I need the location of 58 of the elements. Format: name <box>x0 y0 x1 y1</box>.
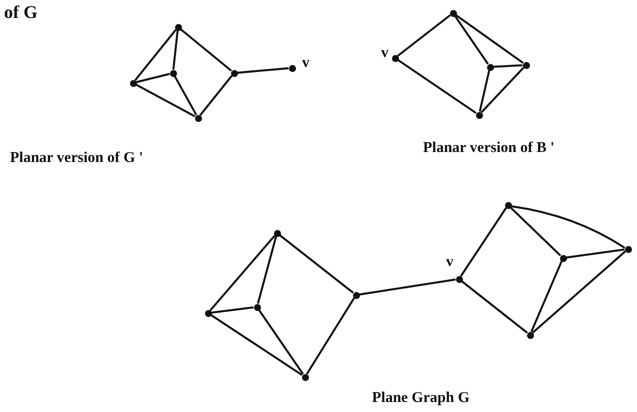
vertex-dot <box>476 112 482 118</box>
graph-edge <box>454 15 489 65</box>
graph-edge <box>279 234 354 294</box>
graph-edge <box>306 297 355 375</box>
vertex-dot <box>288 64 296 72</box>
graph-edge <box>530 260 563 332</box>
graph-caption: Planar version of B ' <box>423 140 554 157</box>
graph-edge <box>256 236 278 304</box>
graph-caption: Plane Graph G <box>372 390 470 407</box>
graph-edge <box>397 14 451 57</box>
vertex-dot <box>352 292 360 298</box>
graph-edge <box>510 206 562 256</box>
graph-caption: Planar version of G ' <box>10 150 144 167</box>
graph-edge <box>136 72 170 84</box>
graph-edge <box>237 67 289 74</box>
vertex-label: v <box>446 255 454 270</box>
graph-edge <box>180 28 232 72</box>
graph-edge <box>566 248 625 259</box>
vertex-dot <box>254 304 260 310</box>
graph-edge <box>460 207 507 277</box>
vertex-dot <box>450 10 456 16</box>
vertex-dot <box>302 374 308 380</box>
graph-edge <box>210 235 276 311</box>
vertex-dot <box>486 64 494 70</box>
vertex-dot <box>194 114 202 122</box>
vertex-dot <box>624 246 632 252</box>
vertex-dot <box>522 62 530 68</box>
graph-edge <box>199 75 233 116</box>
vertex-dot <box>504 202 512 208</box>
graph-edge <box>359 278 456 296</box>
graph-edge <box>532 250 626 334</box>
graph-edge <box>136 84 196 118</box>
vertex-dot <box>526 332 534 338</box>
vertex-dot <box>456 276 462 282</box>
graph-edge <box>461 280 528 334</box>
graph-edge <box>455 14 524 64</box>
graph-edge <box>134 29 177 81</box>
vertex-label: v <box>381 46 388 61</box>
vertex-label: v <box>302 56 310 71</box>
vertex-dot <box>130 80 136 86</box>
graph-edge <box>211 306 254 314</box>
vertex-dot <box>230 70 238 76</box>
graph-edge <box>174 76 198 116</box>
graph-edge <box>172 30 179 70</box>
graph-edge <box>511 205 626 249</box>
graph-edge <box>493 64 523 68</box>
vertex-dot <box>560 254 566 262</box>
vertex-dot <box>170 70 176 76</box>
graph-edge <box>258 309 304 375</box>
graph-edge <box>210 314 303 376</box>
graph-edge <box>480 66 524 114</box>
graph-edge <box>478 70 490 112</box>
graph-edge <box>397 59 477 114</box>
vertex-dot <box>204 310 212 316</box>
vertex-dot <box>392 54 398 62</box>
vertex-dot <box>174 24 182 30</box>
vertex-dot <box>274 230 280 236</box>
heading-fragment: of G <box>4 2 38 23</box>
